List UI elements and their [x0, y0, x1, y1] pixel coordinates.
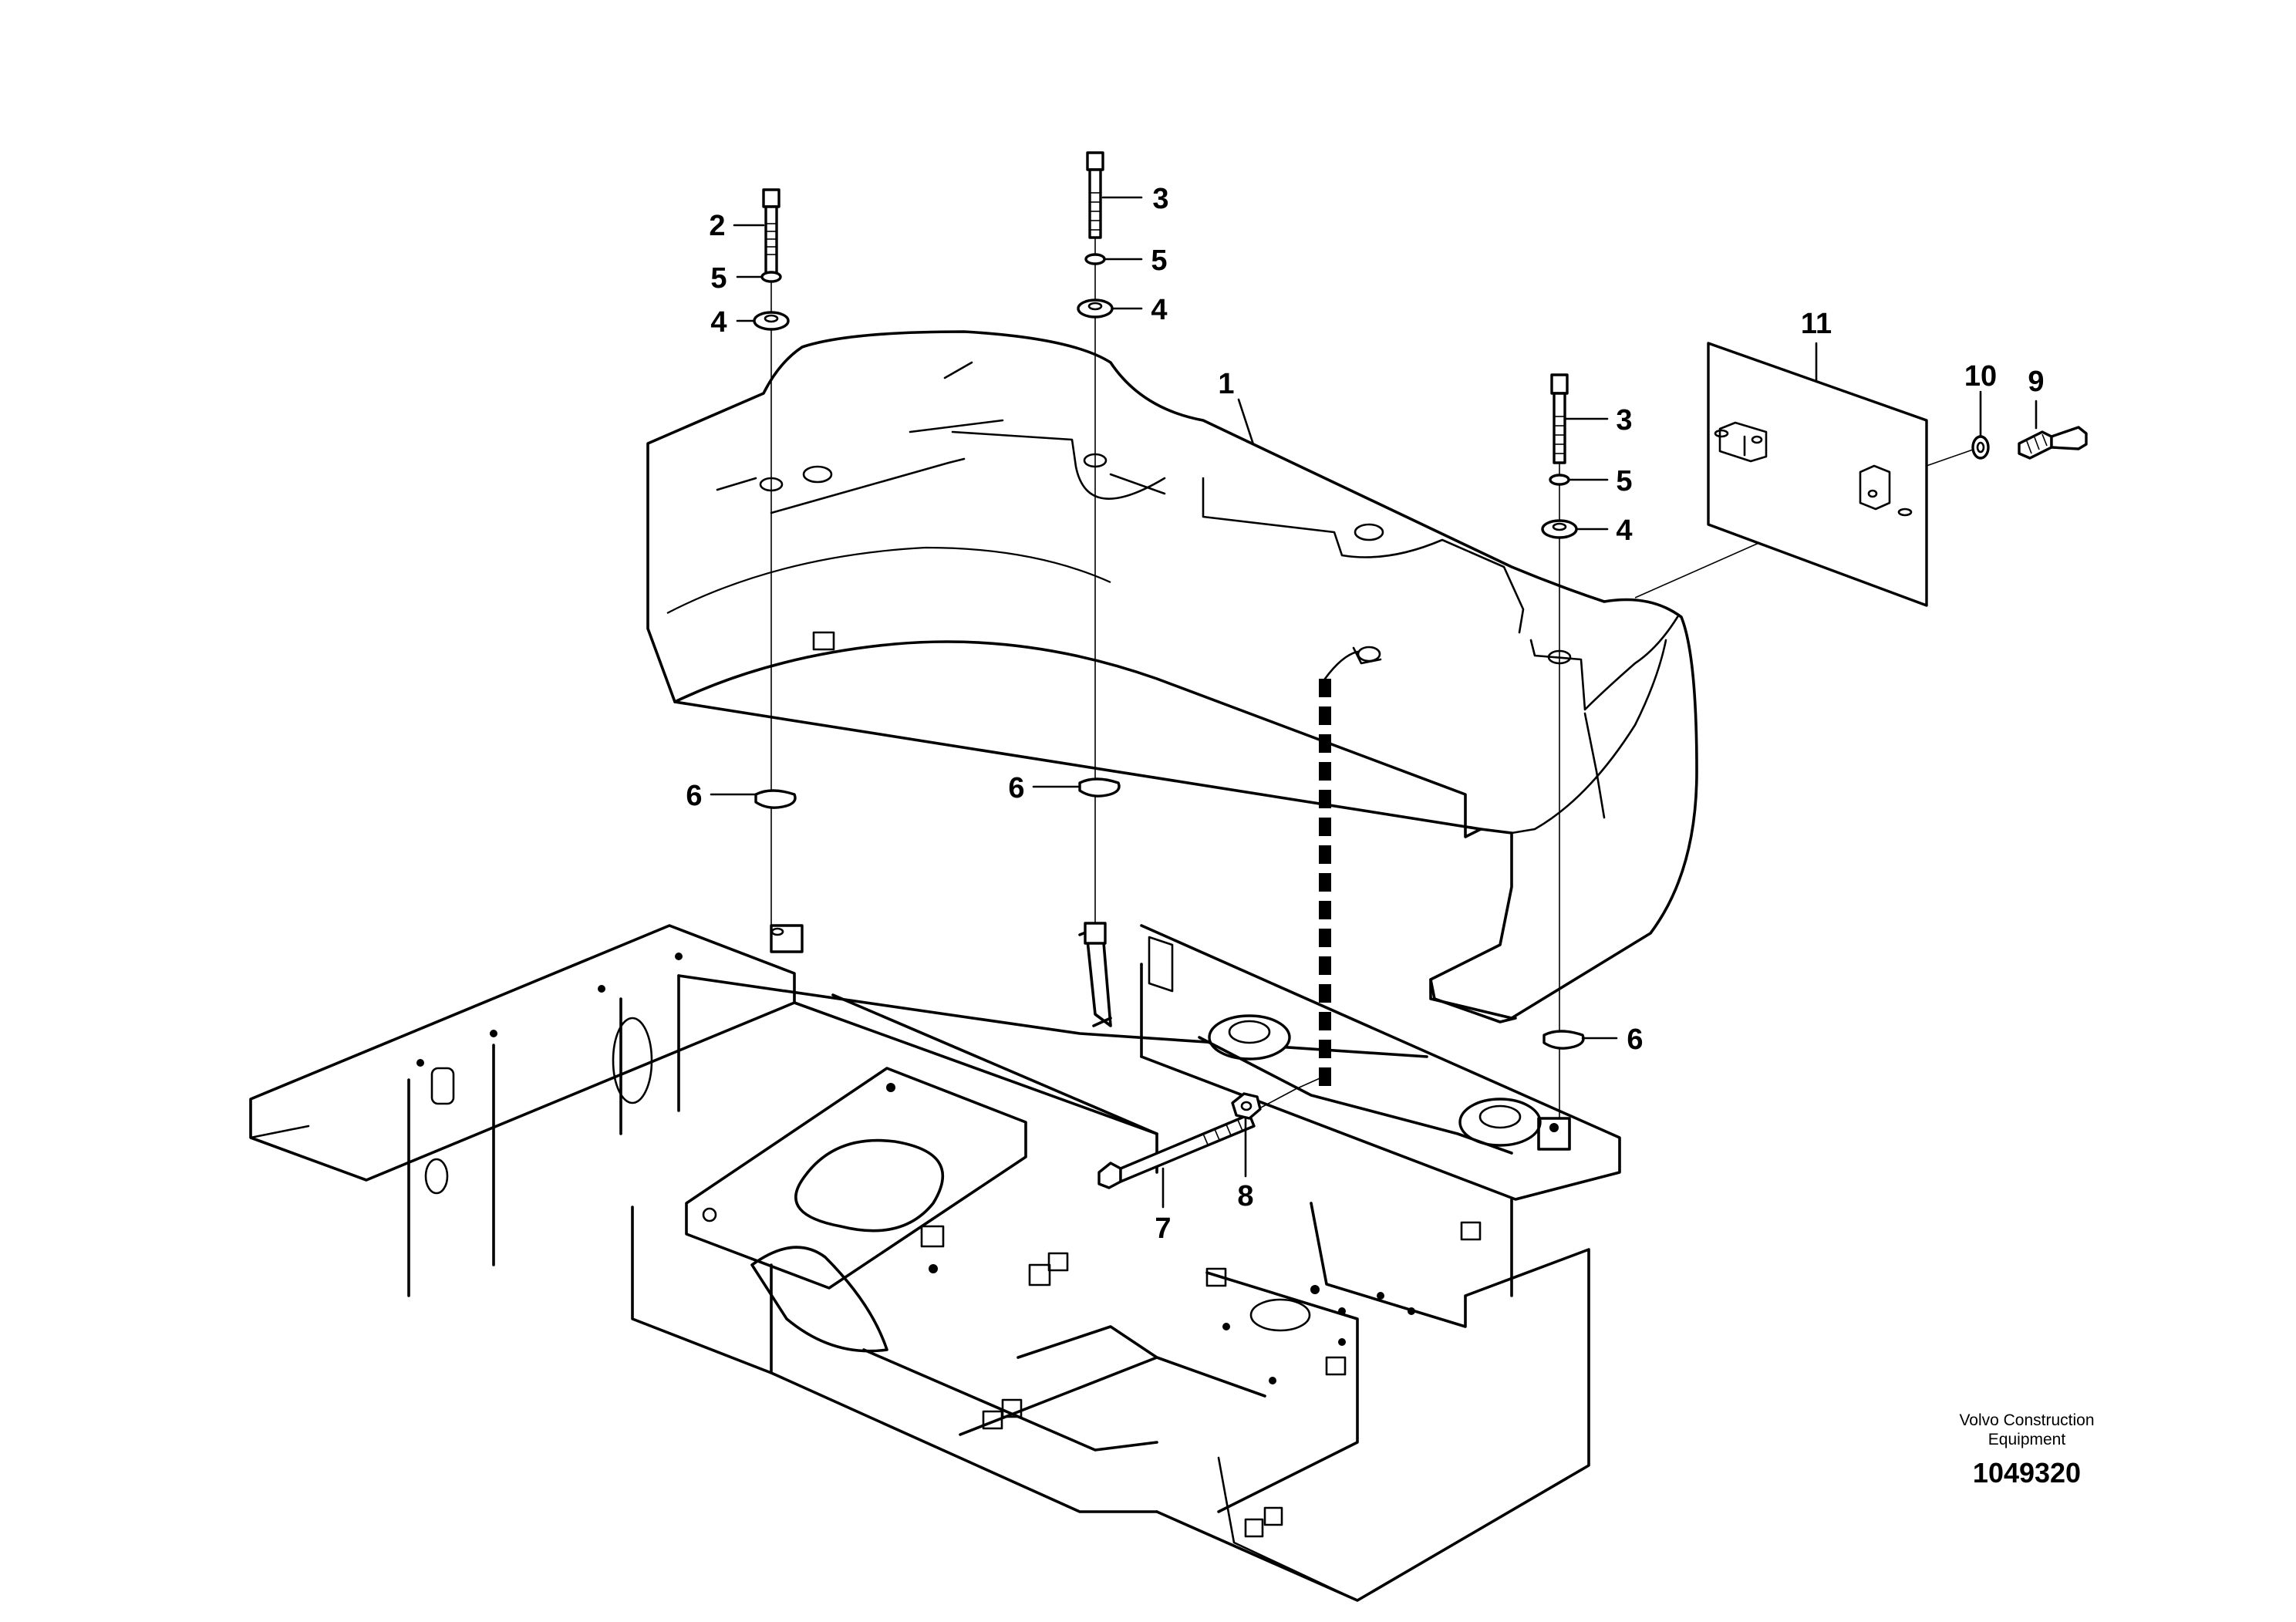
callout-2: 2	[709, 210, 725, 242]
spacer-right	[1542, 1030, 1585, 1050]
spacer-center	[1078, 777, 1121, 798]
callout-1: 1	[1218, 368, 1234, 400]
hole-right	[1547, 649, 1572, 665]
washer-left	[753, 311, 790, 331]
bolt-center	[1086, 151, 1104, 239]
upper-frame-structure	[249, 924, 1621, 1602]
callout-5-right: 5	[1616, 465, 1632, 497]
callout-3-right: 3	[1616, 404, 1632, 437]
warning-decal-plate	[1707, 342, 1928, 607]
brand-line-2: Equipment	[1988, 1431, 2066, 1448]
callout-4-right: 4	[1616, 514, 1632, 547]
callout-labels: 1 2 3 3 4 4 4 5 5 5 6 6 6 7 8 9 10 11	[686, 183, 2044, 1245]
callout-5-left: 5	[710, 262, 727, 295]
callout-6-left: 6	[686, 780, 702, 812]
small-washer	[1971, 435, 1990, 460]
callout-6-right: 6	[1627, 1023, 1643, 1056]
spacer-left	[754, 789, 797, 809]
callout-3-center: 3	[1152, 183, 1168, 215]
washer-center	[1077, 298, 1114, 319]
callout-9: 9	[2028, 366, 2044, 398]
hole-center	[1083, 453, 1108, 468]
hole-left	[759, 477, 784, 492]
spring-washer-left	[760, 271, 782, 283]
screw	[2018, 426, 2088, 460]
long-bolt	[1097, 1113, 1256, 1189]
counterweight-cover	[646, 330, 1698, 1023]
callout-8: 8	[1237, 1180, 1253, 1212]
document-footer: Volvo Construction Equipment 1049320	[1959, 1411, 2094, 1489]
callout-7: 7	[1155, 1212, 1171, 1245]
callout-11: 11	[1801, 308, 1832, 340]
callout-5-center: 5	[1151, 244, 1167, 277]
washer-right	[1541, 519, 1578, 539]
bracket-left	[770, 924, 804, 953]
callout-10: 10	[1964, 360, 1997, 393]
callout-leaders	[710, 196, 2038, 1209]
nut	[1231, 1092, 1262, 1120]
brand-line-1: Volvo Construction	[1959, 1411, 2094, 1429]
document-number: 1049320	[1973, 1457, 2081, 1489]
callout-6-center: 6	[1008, 772, 1024, 804]
spring-washer-center	[1084, 253, 1106, 265]
callout-4-left: 4	[710, 306, 727, 339]
spring-washer-right	[1549, 474, 1570, 486]
bolt-right	[1550, 373, 1569, 464]
callout-4-center: 4	[1151, 294, 1167, 326]
bolt-left	[762, 188, 781, 275]
tie-rod-dashed	[1319, 646, 1381, 1095]
bracket-center	[1084, 922, 1107, 945]
